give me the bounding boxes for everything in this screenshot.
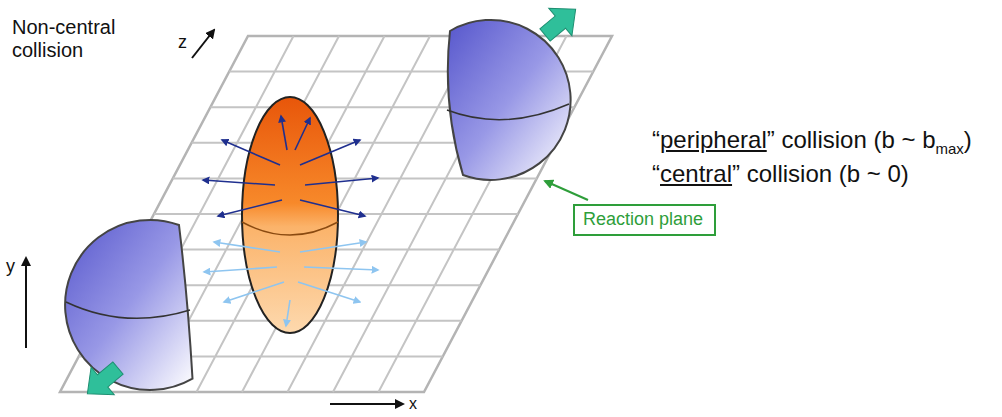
x-axis-arrow [330,403,403,405]
z-axis-arrow [192,30,214,58]
collision-text: ) [964,126,972,153]
axis-label: z [178,32,187,53]
y-axis-arrow [25,258,27,348]
flow-arrows-lower [204,242,378,326]
collision-text: “ [652,160,660,187]
axis-label: x [409,395,417,413]
collision-text: ” collision (b ~ b [767,126,936,153]
collision-type-line: “peripheral” collision (b ~ bmax) [652,126,972,158]
collision-term: central [660,160,732,187]
motion-arrow [533,0,587,49]
nucleus-equator [447,104,569,120]
nucleus-body [448,20,571,180]
flow-arrows-upper [203,116,378,216]
subscript-text: max [935,140,963,157]
nucleus-body [65,220,192,390]
collision-term: peripheral [660,126,767,153]
collision-type-line: “central” collision (b ~ 0) [652,160,909,189]
fireball-equator [242,222,338,235]
nucleus-equator [66,302,190,318]
right-nucleus [447,20,571,180]
left-nucleus [65,220,192,390]
axis-label: y [6,256,15,277]
motion-arrow [76,354,130,407]
callout-box: Reaction plane [573,204,716,236]
fireball [242,97,338,333]
callout-text: Reaction plane [583,209,706,231]
collision-text: “ [652,126,660,153]
fireball-ellipse [242,97,338,333]
collision-text: ” collision (b ~ 0) [732,160,909,187]
figure-caption: Non-central collision [12,16,142,62]
leader-arrow [545,181,588,200]
